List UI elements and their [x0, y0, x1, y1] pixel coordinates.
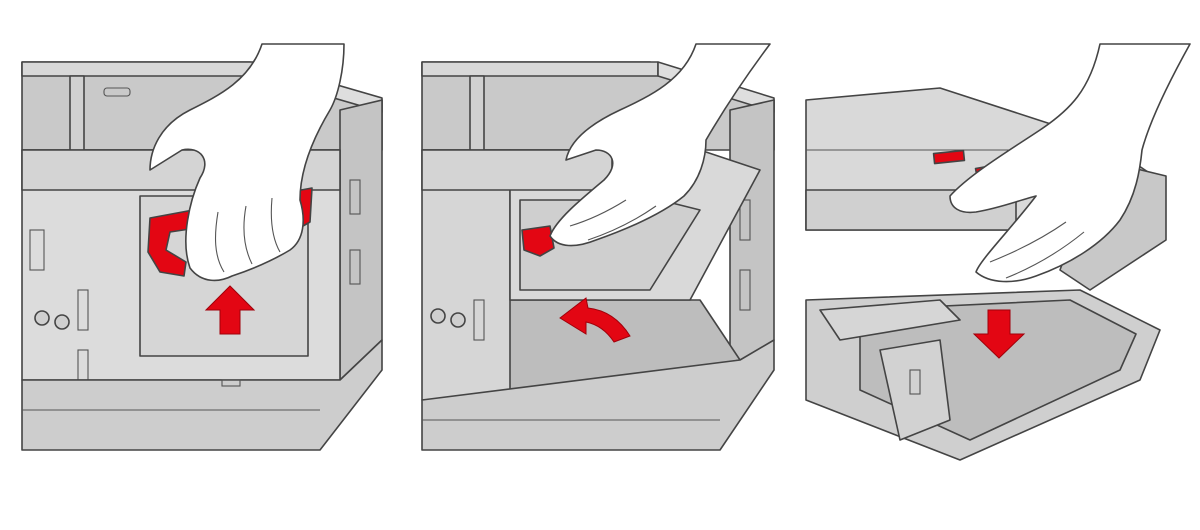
side-wall-clip: [349, 249, 361, 285]
side-wall-clip: [739, 199, 751, 241]
front-wall-side-clip: [29, 229, 45, 271]
crate-right-wall: [729, 99, 775, 381]
red-latch: [932, 149, 966, 165]
crate-interior-left-post: [69, 75, 85, 157]
crate-interior-left-post: [469, 75, 485, 157]
crate-base: [21, 339, 383, 451]
red-handle: [521, 225, 555, 257]
hand-illustration: [149, 43, 345, 282]
step-2-illustration: [421, 43, 775, 451]
hand-illustration: [549, 43, 771, 247]
step-2-fold-front-wall: [400, 0, 800, 530]
finger-lines: [214, 197, 281, 273]
side-wall-clip: [349, 179, 361, 215]
crate-right-wall: [339, 99, 383, 381]
front-wall-rim: [421, 149, 613, 191]
hinge-pin: [430, 308, 446, 324]
finger-lines: [569, 199, 657, 241]
base-slot: [221, 379, 241, 387]
hinge-pin: [54, 314, 70, 330]
crate-base: [421, 339, 775, 451]
finger-lines: [989, 221, 1085, 279]
side-wall-clip: [909, 369, 921, 395]
arrow-down-icon: [972, 309, 1026, 359]
folded-side-wall: [819, 299, 961, 341]
hinge-pin: [450, 312, 466, 328]
hand-illustration: [949, 43, 1191, 283]
folded-side-wall: [879, 339, 951, 441]
arrow-curve-in-icon: [559, 297, 631, 343]
crate-back-rim: [421, 61, 659, 77]
step-1-illustration: [21, 43, 383, 451]
panel-divider: [790, 0, 804, 530]
step-3-illustration: [805, 43, 1191, 461]
crate-back-rim: [21, 61, 259, 77]
arrow-up-icon: [204, 285, 256, 335]
step-1-lift-front-wall: [0, 0, 400, 530]
front-wall-side-clip: [77, 289, 89, 331]
step-3-press-lid-down: [800, 0, 1200, 530]
front-wall-side-clip: [473, 299, 485, 341]
hinge-pin: [34, 310, 50, 326]
crate-interior-slot: [103, 87, 131, 97]
side-wall-clip: [739, 269, 751, 311]
